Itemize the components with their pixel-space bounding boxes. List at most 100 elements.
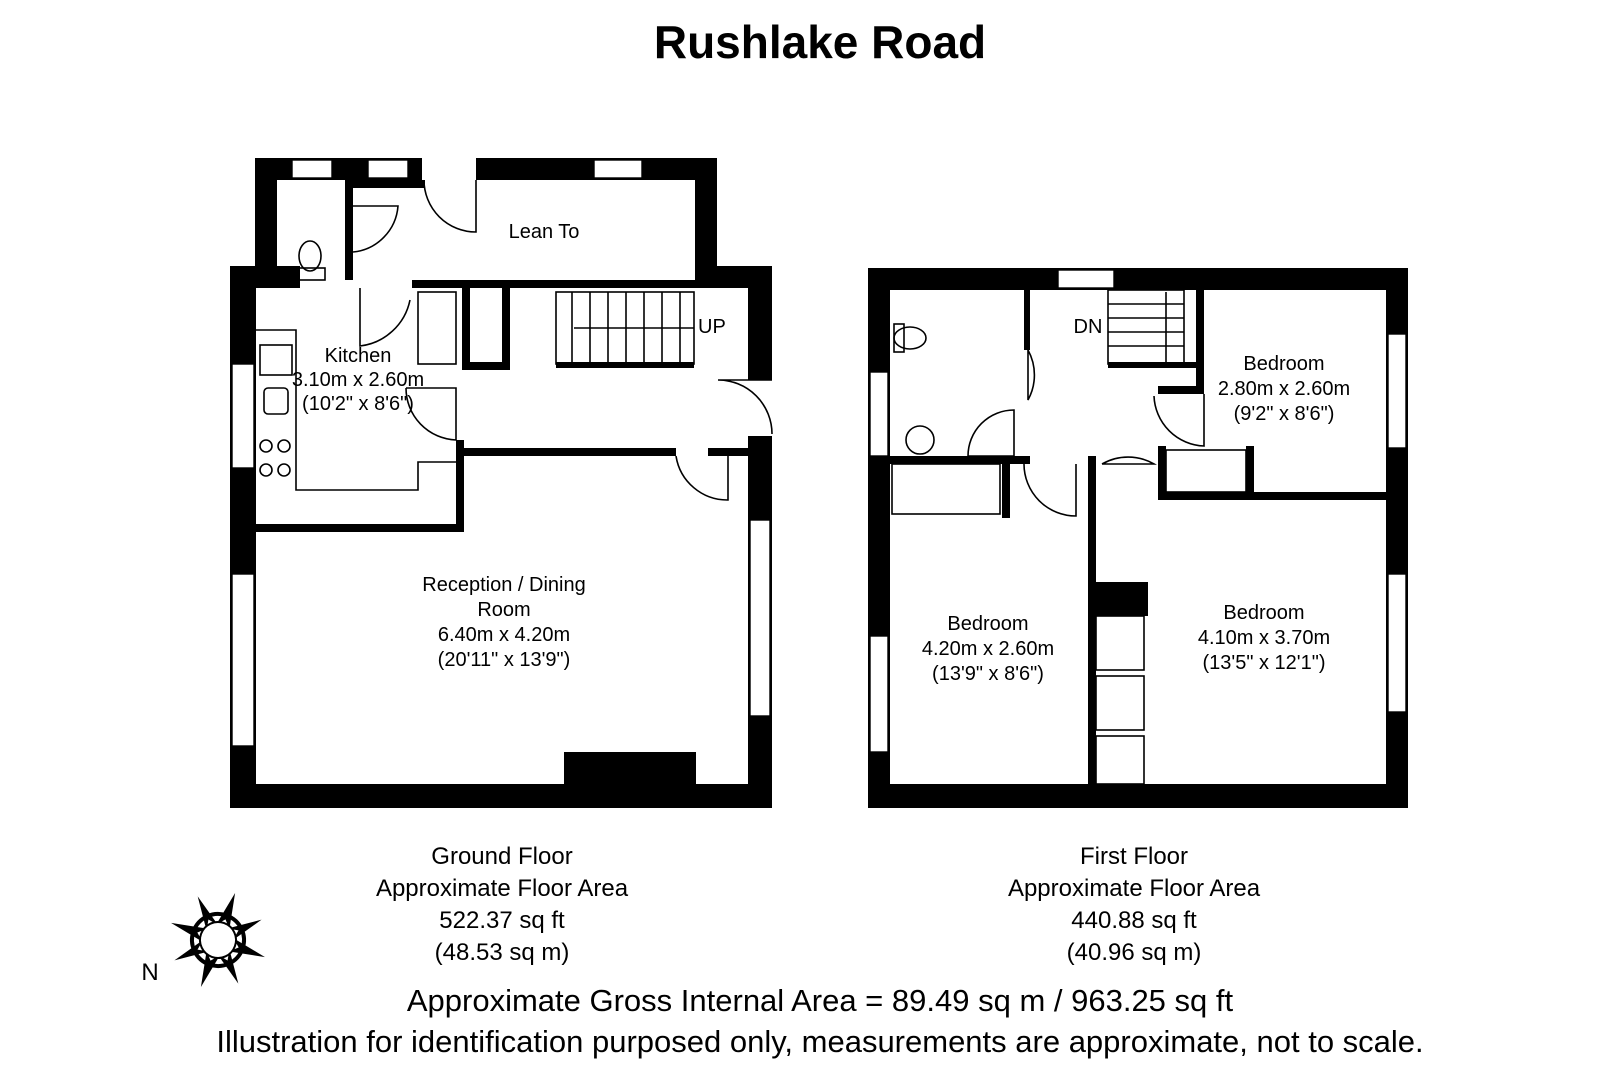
ground-floor-area-sqft: 522.37 sq ft <box>439 907 565 934</box>
door-swing <box>675 455 729 501</box>
door-swing <box>359 288 411 347</box>
hob-ring <box>259 463 273 477</box>
window <box>869 371 889 457</box>
bedroom-left-label: Bedroom <box>947 613 1028 635</box>
reception-label: Reception / Dining <box>422 574 585 596</box>
reception-label-line2: Room <box>477 599 530 621</box>
stairs-down-label: DN <box>1074 316 1103 338</box>
reception-metric-size: 6.40m x 4.20m <box>438 624 570 646</box>
door-swing <box>1023 463 1077 517</box>
airing-cupboard <box>891 463 1001 515</box>
bedroom-right-metric-size: 4.10m x 3.70m <box>1198 627 1330 649</box>
gross-internal-area: Approximate Gross Internal Area = 89.49 … <box>407 983 1234 1018</box>
toilet-cistern <box>296 267 326 281</box>
bedroom-left-metric-size: 4.20m x 2.60m <box>922 638 1054 660</box>
hob-ring <box>277 463 291 477</box>
first-floor-area-label: Approximate Floor Area <box>1008 875 1261 902</box>
ground-top-wall <box>695 266 772 288</box>
bedroom-right-label: Bedroom <box>1223 602 1304 624</box>
door-swing <box>717 379 773 435</box>
wardrobe <box>1165 449 1247 493</box>
landing-wall <box>890 456 1030 464</box>
compass-rose-icon <box>171 893 265 987</box>
wardrobe-wall <box>1246 446 1254 500</box>
reception-top-wall <box>708 448 748 456</box>
reception-top-wall <box>456 448 676 456</box>
door-swing <box>405 387 457 441</box>
door-swing <box>1101 456 1157 465</box>
sink-icon <box>263 387 289 415</box>
window <box>749 519 771 717</box>
toilet-icon <box>893 326 927 350</box>
chimney-breast <box>564 752 696 786</box>
kitchen-counter <box>256 329 456 491</box>
small-bedroom-bottom-wall <box>1158 492 1386 500</box>
ground-floor-area-sqm: (48.53 sq m) <box>435 939 570 966</box>
cupboard-wall <box>462 288 470 368</box>
door-swing <box>423 179 477 233</box>
first-floor-name: First Floor <box>1080 843 1188 870</box>
wardrobe <box>1095 735 1145 785</box>
ground-top-wall <box>230 266 300 288</box>
window <box>291 159 333 179</box>
door-swing <box>352 205 399 253</box>
toilet-icon <box>298 240 322 272</box>
kitchen-bottom-wall <box>256 524 464 532</box>
drainer <box>259 344 293 376</box>
small-bedroom-left-wall <box>1196 290 1204 394</box>
cupboard <box>417 291 457 365</box>
cupboard-wall <box>502 288 510 370</box>
kitchen-imperial-size: (10'2" x 8'6") <box>302 393 414 415</box>
chimney-breast <box>1096 582 1148 616</box>
lean-to-left-wall <box>255 158 277 286</box>
ground-floor-plan: Lean To Kitchen 3.10m x 2.60m (10'2" x 8… <box>230 157 774 808</box>
first-floor-plan: DN Bedroom 2.80m x 2.60m (9'2" x 8'6") B… <box>868 268 1408 808</box>
cupboard-wall <box>462 362 506 370</box>
toilet-cistern <box>893 323 905 353</box>
door-gap <box>746 380 774 436</box>
ground-floor-area-label: Approximate Floor Area <box>376 875 629 902</box>
door-swing <box>1027 349 1036 401</box>
small-bedroom-left-wall <box>1158 386 1204 394</box>
staircase <box>1107 289 1185 365</box>
wc-partition <box>345 180 353 280</box>
wc-partition <box>345 180 425 188</box>
kitchen-right-wall <box>456 440 464 532</box>
bathroom-right-wall <box>1024 290 1030 350</box>
window <box>869 635 889 753</box>
first-outer-bottom-wall <box>868 784 1408 808</box>
first-floor-area-sqft: 440.88 sq ft <box>1071 907 1197 934</box>
bedroom-small-label: Bedroom <box>1243 353 1324 375</box>
cupboard-wall <box>1002 456 1010 518</box>
stair-wall <box>556 362 694 368</box>
door-swing <box>1153 394 1205 447</box>
hob-ring <box>277 439 291 453</box>
window <box>1387 333 1407 449</box>
window <box>1057 269 1115 289</box>
reception-imperial-size: (20'11" x 13'9") <box>438 649 571 671</box>
kitchen-metric-size: 3.10m x 2.60m <box>292 369 424 391</box>
lean-to-label: Lean To <box>509 221 580 243</box>
stairs-up-label: UP <box>698 316 726 338</box>
ground-floor-caption: Ground Floor Approximate Floor Area 522.… <box>376 843 629 966</box>
first-outer-top-wall <box>868 268 1408 290</box>
bedroom-dividing-wall <box>1088 456 1096 784</box>
window <box>593 159 643 179</box>
first-floor-area-sqm: (40.96 sq m) <box>1067 939 1202 966</box>
window <box>231 363 255 469</box>
hob-ring <box>259 439 273 453</box>
basin-icon <box>905 425 935 455</box>
disclaimer-text: Illustration for identification purposed… <box>216 1024 1423 1059</box>
bedroom-small-metric-size: 2.80m x 2.60m <box>1218 378 1350 400</box>
window <box>231 573 255 747</box>
lean-to-right-wall <box>695 158 717 286</box>
wardrobe <box>1095 615 1145 671</box>
ground-outer-bottom-wall <box>230 784 772 808</box>
page-title: Rushlake Road <box>654 16 986 68</box>
bedroom-right-imperial-size: (13'5" x 12'1") <box>1202 652 1325 674</box>
compass-north-label: N <box>141 959 158 986</box>
window <box>367 159 409 179</box>
bedroom-small-imperial-size: (9'2" x 8'6") <box>1234 403 1335 425</box>
door-gap <box>422 157 476 181</box>
